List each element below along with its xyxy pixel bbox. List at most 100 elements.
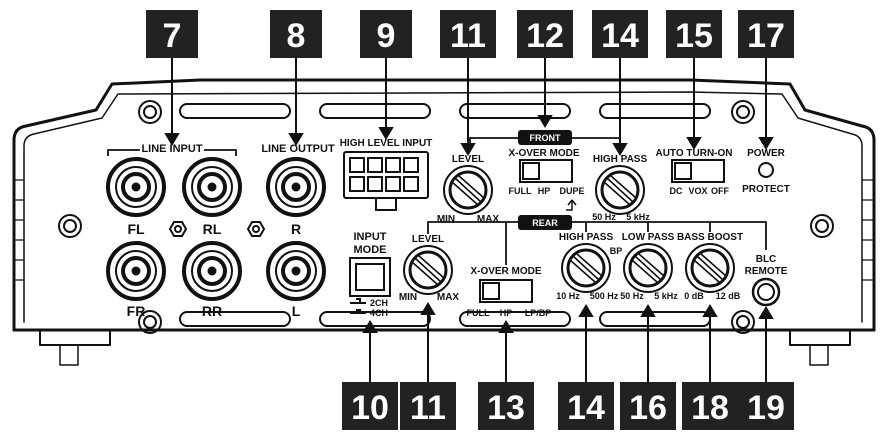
callout-11-bottom: 11 bbox=[400, 382, 456, 430]
rear-xover-switch[interactable] bbox=[479, 279, 533, 303]
rear-lp-low: 50 Hz bbox=[620, 291, 644, 301]
blc-remote-port[interactable] bbox=[751, 277, 781, 307]
svg-text:13: 13 bbox=[487, 389, 525, 427]
front-xover-hp: HP bbox=[538, 186, 551, 196]
auto-turn-on-vox: VOX bbox=[688, 186, 707, 196]
input-mode-button[interactable] bbox=[349, 257, 391, 297]
front-level-knob[interactable] bbox=[443, 165, 493, 215]
svg-text:19: 19 bbox=[747, 389, 785, 427]
callout-14-top: 14 bbox=[592, 10, 648, 58]
front-level-min: MIN bbox=[437, 214, 455, 225]
rca-jack-rl[interactable] bbox=[182, 157, 242, 217]
front-badge-text: FRONT bbox=[530, 133, 561, 143]
high-level-input-group: HIGH LEVEL INPUT bbox=[340, 138, 433, 211]
label-fl: FL bbox=[127, 221, 145, 237]
input-mode-4ch: 4CH bbox=[370, 308, 388, 318]
front-high-pass-knob[interactable] bbox=[595, 165, 645, 215]
front-hp-low: 50 Hz bbox=[592, 212, 616, 222]
rear-hp-high: 500 Hz bbox=[590, 291, 619, 301]
input-mode-2ch: 2CH bbox=[370, 298, 388, 308]
line-input-title: LINE INPUT bbox=[141, 143, 202, 155]
bass-boost-high: 12 dB bbox=[716, 291, 741, 301]
callout-11-top: 11 bbox=[440, 10, 496, 58]
callout-17: 17 bbox=[738, 10, 794, 58]
rear-low-pass-knob[interactable] bbox=[623, 243, 673, 293]
rear-hp-title: HIGH PASS bbox=[559, 232, 614, 243]
front-xover-full: FULL bbox=[509, 186, 532, 196]
svg-text:9: 9 bbox=[377, 17, 396, 55]
callout-13: 13 bbox=[478, 382, 534, 430]
line-input-group: LINE INPUT FL RL FR bbox=[106, 143, 242, 319]
svg-text:14: 14 bbox=[601, 17, 639, 55]
callout-pointers bbox=[164, 58, 774, 382]
callout-12: 12 bbox=[517, 10, 573, 58]
svg-text:12: 12 bbox=[526, 17, 564, 55]
input-mode-title-2: MODE bbox=[354, 244, 387, 256]
rear-level-max: MAX bbox=[437, 292, 460, 303]
bass-boost-low: 0 dB bbox=[684, 291, 704, 301]
rear-lp-high: 5 kHz bbox=[654, 291, 678, 301]
rear-high-pass-knob[interactable] bbox=[561, 243, 611, 293]
front-hp-high: 5 kHz bbox=[626, 212, 650, 222]
high-level-input-title: HIGH LEVEL INPUT bbox=[340, 138, 433, 149]
protect-label: PROTECT bbox=[742, 184, 790, 195]
front-hp-title: HIGH PASS bbox=[593, 154, 648, 165]
high-level-input-connector[interactable] bbox=[343, 151, 429, 211]
bass-boost-knob[interactable] bbox=[685, 243, 735, 293]
auto-turn-on-title: AUTO TURN-ON bbox=[655, 148, 732, 159]
rear-xover-full: FULL bbox=[467, 308, 490, 318]
callout-7: 7 bbox=[146, 10, 198, 58]
screw-icon bbox=[58, 100, 834, 334]
auto-turn-on-switch[interactable] bbox=[671, 159, 725, 183]
rca-jack-rr[interactable] bbox=[182, 241, 242, 301]
front-badge bbox=[518, 130, 572, 145]
power-protect-group: POWER PROTECT bbox=[742, 148, 790, 195]
rca-jack-fr[interactable] bbox=[106, 241, 166, 301]
rca-jack-out-r[interactable] bbox=[266, 157, 326, 217]
svg-text:17: 17 bbox=[747, 17, 785, 55]
callout-18: 18 bbox=[682, 382, 738, 430]
rear-section: REAR LEVEL MIN MAX X-OVER MODE FULL HP L… bbox=[399, 215, 767, 318]
rear-badge bbox=[518, 215, 572, 230]
rear-hp-bp: BP bbox=[610, 246, 623, 256]
front-xover-title: X-OVER MODE bbox=[508, 148, 579, 159]
svg-text:11: 11 bbox=[410, 389, 446, 427]
front-xover-switch[interactable] bbox=[519, 159, 573, 183]
auto-turn-on-dc: DC bbox=[670, 186, 683, 196]
power-title: POWER bbox=[747, 148, 786, 159]
rear-level-title: LEVEL bbox=[412, 234, 444, 245]
label-out-r: R bbox=[291, 221, 301, 237]
svg-text:15: 15 bbox=[675, 17, 713, 55]
blc-remote-group: BLC REMOTE bbox=[745, 254, 788, 307]
label-fr: FR bbox=[127, 303, 146, 319]
power-led-icon bbox=[758, 162, 774, 178]
rca-jack-fl[interactable] bbox=[106, 157, 166, 217]
rear-xover-hp: HP bbox=[500, 308, 513, 318]
rear-level-min: MIN bbox=[399, 292, 417, 303]
input-mode-title-1: INPUT bbox=[354, 231, 387, 243]
blc-title-2: REMOTE bbox=[745, 266, 788, 277]
front-level-max: MAX bbox=[477, 214, 500, 225]
label-rr: RR bbox=[202, 303, 222, 319]
callout-14-bottom: 14 bbox=[558, 382, 614, 430]
rear-badge-text: REAR bbox=[532, 218, 558, 228]
rear-level-knob[interactable] bbox=[403, 245, 453, 295]
callout-10: 10 bbox=[342, 382, 398, 430]
rear-hp-low: 10 Hz bbox=[556, 291, 580, 301]
rear-xover-title: X-OVER MODE bbox=[470, 266, 541, 277]
callout-16: 16 bbox=[620, 382, 676, 430]
callouts-top: 7 8 9 11 12 14 15 17 bbox=[146, 10, 794, 58]
label-rl: RL bbox=[203, 221, 222, 237]
rear-lp-title: LOW PASS bbox=[622, 232, 675, 243]
bass-boost-title: BASS BOOST bbox=[677, 232, 743, 243]
svg-text:7: 7 bbox=[163, 17, 182, 55]
ground-nut-icon bbox=[168, 221, 188, 237]
callout-9: 9 bbox=[360, 10, 412, 58]
rca-jack-out-l[interactable] bbox=[266, 241, 326, 301]
auto-turn-on-group: AUTO TURN-ON DC VOX OFF bbox=[655, 148, 732, 196]
blc-title-1: BLC bbox=[756, 254, 777, 265]
callouts-bottom: 10 11 13 14 16 18 19 bbox=[342, 382, 794, 430]
svg-text:11: 11 bbox=[450, 17, 486, 55]
rear-xover-lpbp: LP/BP bbox=[525, 308, 552, 318]
